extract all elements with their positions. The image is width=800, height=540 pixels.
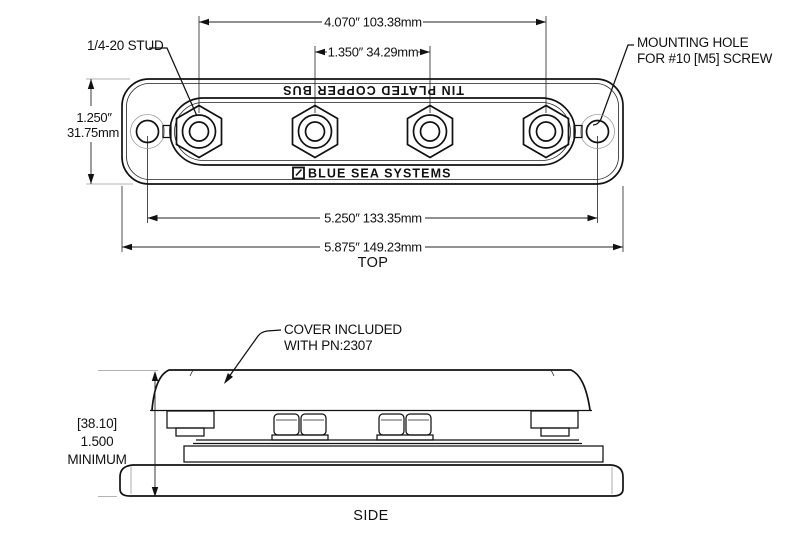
dimension-stud-span: 4.070″ 103.38mm bbox=[199, 15, 546, 30]
brand-engraving-text: BLUE SEA SYSTEMS bbox=[308, 167, 452, 181]
mounting-hole-label-line2: FOR #10 [M5] SCREW bbox=[637, 51, 773, 66]
cover-edge-detail bbox=[189, 369, 555, 377]
stud-2 bbox=[291, 104, 339, 159]
dimension-side-height: [38.10] 1.500 MINIMUM bbox=[67, 371, 159, 497]
leader-line-stud bbox=[149, 47, 198, 117]
side-dim-in-label: 1.500 bbox=[81, 434, 114, 449]
base-flare-outline bbox=[119, 464, 624, 497]
dim-inner-span-label: 1.350″ 34.29mm bbox=[328, 45, 419, 60]
arrowhead bbox=[199, 18, 209, 26]
mounting-hole-boss bbox=[130, 114, 165, 149]
arrowhead bbox=[87, 79, 95, 89]
dim-height-mm-label: 31.75mm bbox=[67, 125, 119, 140]
dim-stud-span-label: 4.070″ 103.38mm bbox=[324, 15, 422, 30]
blue-sea-logo-icon bbox=[292, 166, 305, 180]
leader-line-cover bbox=[225, 329, 282, 382]
end-nut-left bbox=[175, 427, 205, 437]
mounting-hole-label-line1: MOUNTING HOLE bbox=[637, 35, 749, 50]
dimension-inner-span: 1.350″ 34.29mm bbox=[315, 45, 430, 60]
pad-bridge bbox=[573, 124, 583, 139]
arrowhead bbox=[224, 373, 233, 384]
pad-bridge bbox=[162, 124, 172, 139]
stud-3 bbox=[406, 104, 454, 159]
busbar-body-inner-line bbox=[126, 83, 619, 180]
dimension-hole-span: 5.250″ 133.35mm bbox=[147, 211, 598, 226]
busbar-pad-outline bbox=[169, 97, 576, 166]
cover-end-block-left bbox=[166, 410, 215, 429]
hex-nut-pair-right bbox=[376, 413, 434, 441]
stud-label: 1/4-20 STUD bbox=[87, 38, 164, 53]
arrowhead bbox=[151, 371, 159, 381]
dimension-height: 1.250″ 31.75mm bbox=[67, 79, 119, 184]
cover-note-line1: COVER INCLUDED bbox=[284, 322, 402, 337]
arrowhead bbox=[147, 214, 158, 222]
mounting-hole-right bbox=[585, 119, 610, 144]
side-view: COVER INCLUDED WITH PN:2307 bbox=[67, 322, 624, 524]
arrowhead bbox=[151, 487, 159, 497]
arrowhead bbox=[420, 48, 430, 56]
busbar-pad-inner-line bbox=[174, 102, 571, 161]
base-mid-section bbox=[183, 445, 604, 463]
arrowhead bbox=[613, 243, 623, 251]
arrowhead bbox=[122, 243, 132, 251]
dim-height-in-label: 1.250″ bbox=[76, 110, 112, 125]
hex-nut-pair-left bbox=[271, 413, 329, 441]
side-dim-note-label: MINIMUM bbox=[67, 452, 126, 467]
dim-hole-span-label: 5.250″ 133.35mm bbox=[324, 211, 422, 226]
dim-overall-span-label: 5.875″ 149.23mm bbox=[324, 240, 422, 255]
side-dim-mm-label: [38.10] bbox=[77, 416, 117, 431]
stud-4 bbox=[522, 104, 570, 159]
arrowhead bbox=[587, 214, 598, 222]
side-view-label: SIDE bbox=[353, 508, 388, 524]
bus-engraving-text: TIN PLATED COPPER BUS bbox=[282, 83, 464, 97]
stud-1 bbox=[175, 104, 223, 159]
leader-line-mounting-hole bbox=[592, 44, 634, 126]
arrowhead bbox=[87, 174, 95, 184]
end-nut-right bbox=[540, 427, 570, 437]
mounting-hole-left bbox=[135, 119, 160, 144]
cover-end-block-right bbox=[530, 410, 579, 429]
top-view-label: TOP bbox=[358, 255, 389, 271]
cover-outline bbox=[151, 369, 591, 411]
cover-note-line2: WITH PN:2307 bbox=[284, 338, 372, 353]
dimension-overall-span: 5.875″ 149.23mm bbox=[122, 240, 623, 255]
arrowhead bbox=[536, 18, 546, 26]
mounting-hole-boss bbox=[580, 114, 615, 149]
top-view: 4.070″ 103.38mm 1.350″ 34.29mm 1.250″ 31… bbox=[67, 15, 773, 272]
busbar-body-outline bbox=[121, 78, 624, 185]
arrowhead bbox=[315, 48, 325, 56]
